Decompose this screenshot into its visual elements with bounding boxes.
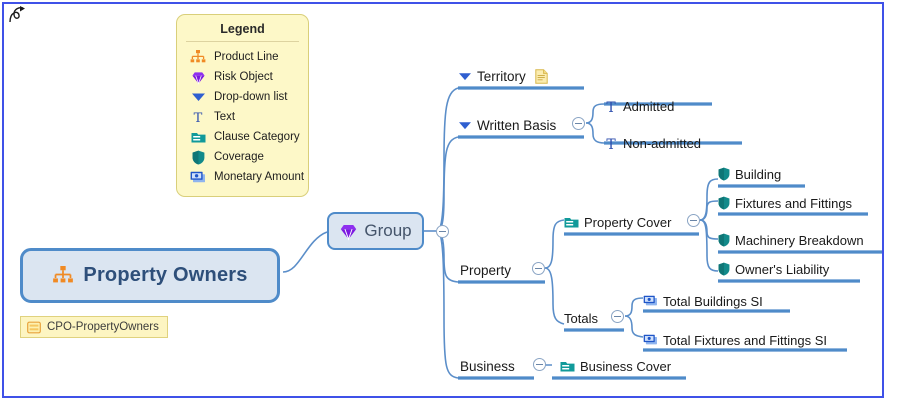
node-label: Building	[735, 166, 782, 182]
coverage-icon	[718, 167, 730, 181]
coverage-icon	[718, 262, 730, 276]
collapse-toggle-business[interactable]	[533, 358, 546, 371]
risk-object-icon	[339, 222, 358, 241]
clause-category-icon	[564, 216, 579, 229]
node-label: Totals	[564, 310, 598, 326]
node-label: Fixtures and Fittings	[735, 195, 853, 211]
node-label: Non-admitted	[623, 135, 702, 151]
text-icon: T	[188, 109, 208, 126]
node-written-basis[interactable]: Written Basis	[458, 115, 556, 135]
root-node-label: Property Owners	[83, 264, 248, 286]
node-label: Owner's Liability	[735, 261, 830, 277]
collapse-toggle-property[interactable]	[532, 262, 545, 275]
legend-item-label: Text	[214, 111, 236, 123]
clause-category-icon	[188, 129, 208, 146]
node-machinery-breakdown[interactable]: Machinery Breakdown	[718, 230, 864, 250]
node-property[interactable]: Property	[460, 260, 511, 280]
monetary-amount-icon	[188, 169, 208, 186]
node-label: Admitted	[623, 98, 675, 114]
legend-item-label: Product Line	[214, 51, 279, 63]
node-totals[interactable]: Totals	[564, 308, 598, 328]
text-icon: T	[604, 136, 618, 151]
svg-text:T: T	[606, 137, 616, 151]
group-node[interactable]: Group	[327, 212, 424, 250]
clause-category-icon	[560, 360, 575, 373]
legend-panel: Legend Product Line	[176, 14, 309, 197]
drop-down-list-icon	[188, 89, 208, 106]
node-non-admitted[interactable]: T Non-admitted	[604, 133, 701, 153]
node-label: Written Basis	[477, 117, 557, 133]
node-owners-liability[interactable]: Owner's Liability	[718, 259, 829, 279]
root-node-tag[interactable]: CPO-PropertyOwners	[20, 316, 168, 338]
text-icon: T	[604, 99, 618, 114]
legend-item-clause-category: Clause Category	[177, 127, 308, 147]
coverage-icon	[718, 233, 730, 247]
node-label: Business Cover	[580, 358, 672, 374]
product-line-icon	[188, 49, 208, 66]
legend-item-drop-down-list: Drop-down list	[177, 87, 308, 107]
legend-item-risk-object: Risk Object	[177, 67, 308, 87]
collapse-toggle-group[interactable]	[436, 225, 449, 238]
collapse-toggle-property-cover[interactable]	[687, 214, 700, 227]
node-total-buildings-si[interactable]: Total Buildings SI	[643, 291, 763, 311]
node-label: Total Buildings SI	[663, 293, 763, 309]
root-node-property-owners[interactable]: Property Owners	[20, 248, 280, 303]
product-line-icon	[52, 265, 74, 286]
legend-item-coverage: Coverage	[177, 147, 308, 167]
legend-item-label: Risk Object	[214, 71, 273, 83]
legend-item-product-line: Product Line	[177, 47, 308, 67]
node-label: Machinery Breakdown	[735, 232, 864, 248]
node-label: Property	[460, 262, 512, 278]
node-label: Business	[460, 358, 515, 374]
drop-down-list-icon	[458, 120, 472, 131]
node-label: Total Fixtures and Fittings SI	[663, 332, 828, 348]
node-territory[interactable]: Territory	[458, 66, 548, 86]
node-label: Territory	[477, 68, 526, 84]
svg-text:T: T	[194, 111, 203, 124]
node-fixtures-and-fittings[interactable]: Fixtures and Fittings	[718, 193, 852, 213]
collapse-toggle-written-basis[interactable]	[572, 117, 585, 130]
node-property-cover[interactable]: Property Cover	[564, 212, 671, 232]
drop-down-list-icon	[458, 71, 472, 82]
svg-text:T: T	[606, 100, 616, 114]
legend-item-label: Drop-down list	[214, 91, 288, 103]
node-admitted[interactable]: T Admitted	[604, 96, 674, 116]
legend-title: Legend	[220, 22, 265, 36]
group-node-label: Group	[364, 221, 412, 240]
legend-item-text: T Text	[177, 107, 308, 127]
collapse-toggle-totals[interactable]	[611, 310, 624, 323]
node-business[interactable]: Business	[460, 356, 515, 376]
legend-item-label: Monetary Amount	[214, 171, 305, 183]
clause-category-tag-icon	[27, 321, 41, 334]
node-building[interactable]: Building	[718, 164, 781, 184]
coverage-icon	[188, 149, 208, 166]
legend-divider	[186, 41, 299, 42]
root-node-tag-label: CPO-PropertyOwners	[47, 321, 159, 333]
legend-item-monetary-amount: Monetary Amount	[177, 167, 308, 187]
note-icon[interactable]	[535, 68, 548, 84]
node-business-cover[interactable]: Business Cover	[560, 356, 671, 376]
node-total-fixtures-and-fittings-si[interactable]: Total Fixtures and Fittings SI	[643, 330, 827, 350]
legend-item-label: Coverage	[214, 151, 264, 163]
legend-item-label: Clause Category	[214, 131, 300, 143]
risk-object-icon	[188, 69, 208, 86]
monetary-amount-icon	[643, 295, 658, 307]
node-label: Property Cover	[584, 214, 672, 230]
monetary-amount-icon	[643, 334, 658, 346]
coverage-icon	[718, 196, 730, 210]
